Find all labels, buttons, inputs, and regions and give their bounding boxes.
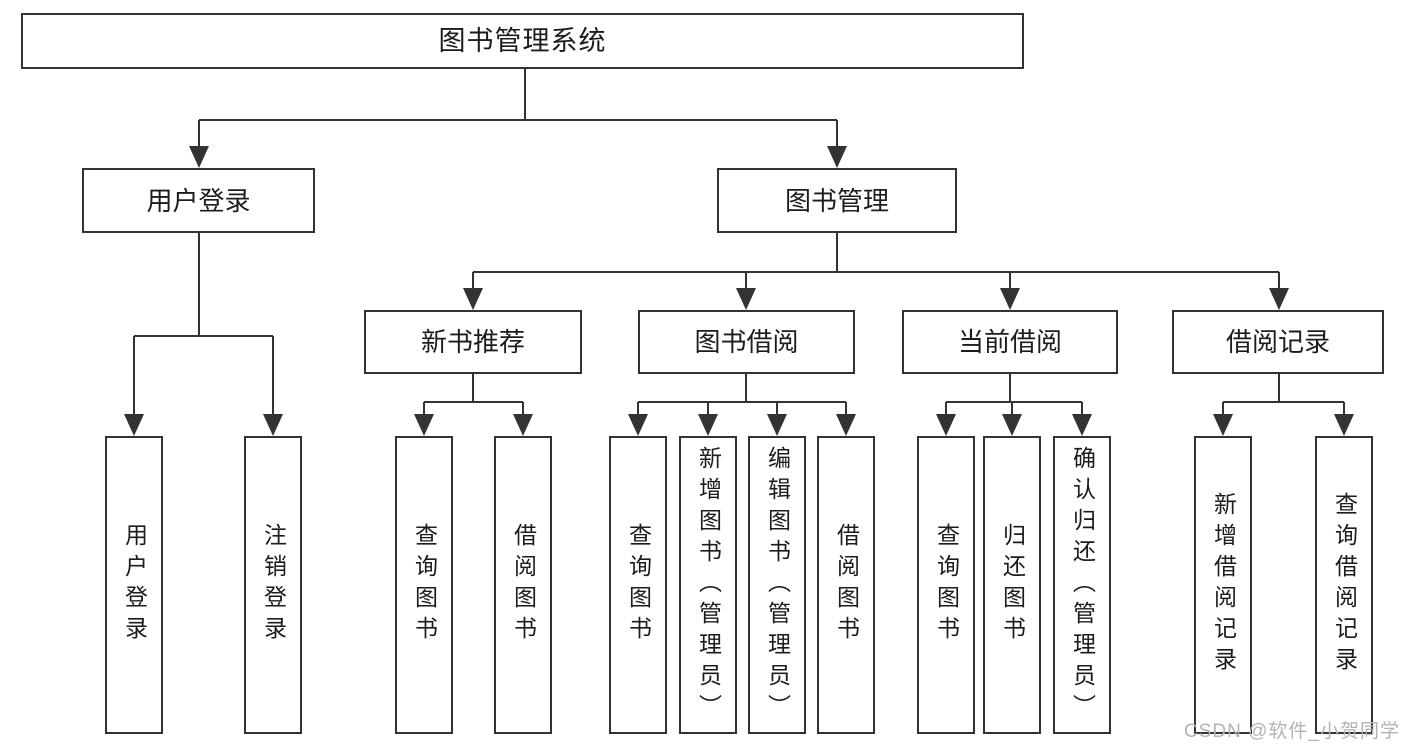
connector-root-to-level2: [198, 69, 838, 148]
connector-bookborrow-to-leaves: [637, 374, 847, 416]
node-book-management: 图书管理: [717, 168, 957, 233]
connector-userlogin-to-leaves: [133, 233, 274, 416]
node-user-login: 用户登录: [82, 168, 315, 233]
leaf-add-borrow-record-label: 新增借阅记录: [1210, 492, 1237, 678]
leaf-query-borrow-record-label: 查询借阅记录: [1331, 492, 1358, 678]
node-borrowing-records: 借阅记录: [1172, 310, 1384, 374]
leaf-borrow-books-recommend: 借阅图书: [494, 436, 552, 734]
node-borrowing-records-label: 借阅记录: [1225, 327, 1330, 357]
node-user-login-label: 用户登录: [146, 185, 251, 216]
node-library-system: 图书管理系统: [21, 13, 1024, 69]
leaf-edit-book-admin-label: 编辑图书（管理员）: [764, 445, 791, 725]
leaf-user-login: 用户登录: [105, 436, 163, 734]
leaf-confirm-return-admin: 确认归还（管理员）: [1053, 436, 1111, 734]
connector-bookmgmt-to-level3: [472, 233, 1280, 290]
leaf-query-books-current: 查询图书: [917, 436, 975, 734]
leaf-query-books-recommend-label: 查询图书: [411, 523, 438, 647]
leaf-query-books-borrowing-label: 查询图书: [625, 523, 652, 647]
leaf-user-login-label: 用户登录: [121, 523, 148, 647]
node-book-management-label: 图书管理: [784, 185, 889, 216]
leaf-borrow-books-borrowing-label: 借阅图书: [833, 523, 860, 647]
leaf-borrow-books-recommend-label: 借阅图书: [510, 523, 537, 647]
leaf-query-books-recommend: 查询图书: [395, 436, 453, 734]
leaf-query-borrow-record: 查询借阅记录: [1315, 436, 1373, 734]
watermark: CSDN @软件_小贺同学: [1184, 721, 1400, 742]
node-new-book-recommend-label: 新书推荐: [420, 327, 525, 357]
node-book-borrowing: 图书借阅: [638, 310, 855, 374]
leaf-add-borrow-record: 新增借阅记录: [1194, 436, 1252, 734]
leaf-confirm-return-admin-label: 确认归还（管理员）: [1069, 445, 1096, 725]
leaf-logout-label: 注销登录: [260, 523, 287, 647]
leaf-add-book-admin: 新增图书（管理员）: [679, 436, 737, 734]
node-new-book-recommend: 新书推荐: [364, 310, 582, 374]
node-library-system-label: 图书管理系统: [438, 25, 607, 56]
leaf-borrow-books-borrowing: 借阅图书: [817, 436, 875, 734]
leaf-query-books-current-label: 查询图书: [933, 523, 960, 647]
leaf-return-books-label: 归还图书: [999, 523, 1026, 647]
connector-newbook-to-leaves: [423, 374, 524, 416]
node-current-borrowing-label: 当前借阅: [957, 327, 1062, 357]
leaf-logout: 注销登录: [244, 436, 302, 734]
node-current-borrowing: 当前借阅: [902, 310, 1118, 374]
leaf-add-book-admin-label: 新增图书（管理员）: [695, 445, 722, 725]
leaf-return-books: 归还图书: [983, 436, 1041, 734]
node-book-borrowing-label: 图书借阅: [694, 327, 799, 357]
leaf-edit-book-admin: 编辑图书（管理员）: [748, 436, 806, 734]
leaf-query-books-borrowing: 查询图书: [609, 436, 667, 734]
connector-records-to-leaves: [1222, 374, 1345, 416]
connector-currentborrow-to-leaves: [945, 374, 1083, 416]
